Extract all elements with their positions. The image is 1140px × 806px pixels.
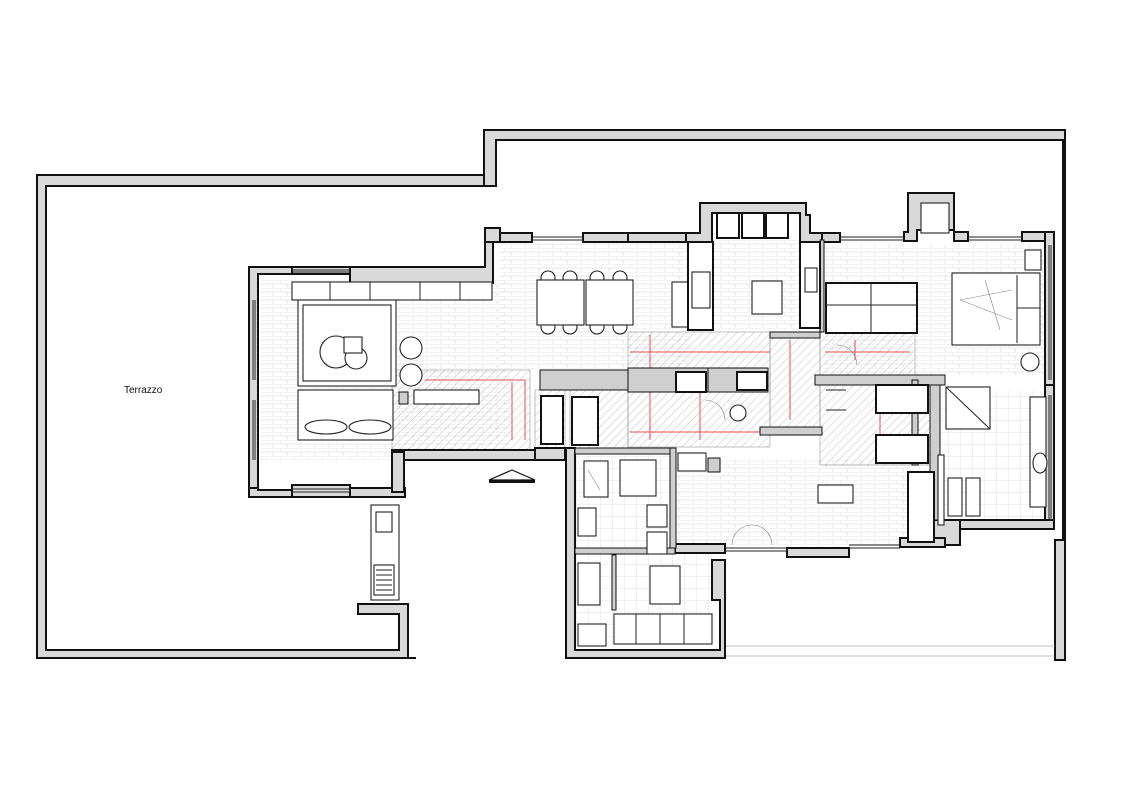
terrace-outline [36,129,1066,661]
central-utility [540,395,935,555]
entrance-arrow-icon [488,469,536,483]
dining-area [536,270,691,335]
master-bedroom [825,202,1042,372]
lower-wing [577,562,713,647]
second-bedroom [826,384,929,464]
right-bathroom [937,386,1048,526]
interior-walls [539,239,946,611]
terrace-label: Terrazzo [124,385,163,396]
terrace-kitchen [370,504,400,601]
windows [252,236,1052,552]
living-room [291,281,493,441]
door-swings [587,344,858,546]
kitchen [687,212,821,331]
